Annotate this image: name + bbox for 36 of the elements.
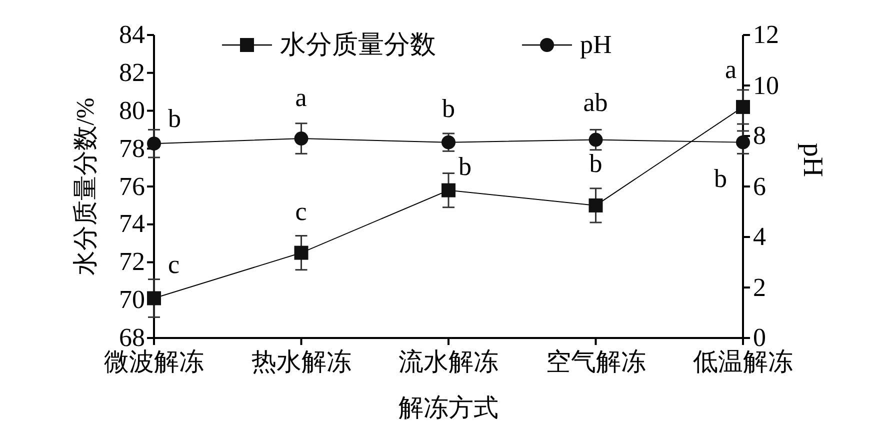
category-label: 低温解冻 (693, 350, 793, 375)
tick-label: 70 (119, 287, 145, 314)
category-label: 热水解冻 (251, 350, 352, 375)
tick-label: 76 (119, 174, 145, 200)
significance-letter: b (589, 151, 602, 178)
axis-title: 解冻方式 (398, 396, 498, 421)
significance-letter: ab (583, 90, 608, 116)
category-label: 空气解冻 (546, 350, 646, 375)
tick-label: 10 (753, 72, 779, 98)
tick-label: 6 (753, 174, 766, 200)
legend-label: pH (580, 32, 612, 58)
significance-letter: c (168, 252, 180, 278)
tick-label: 8 (753, 123, 766, 149)
tick-label: 0 (753, 325, 766, 351)
tick-label: 12 (753, 22, 779, 48)
tick-label: 72 (119, 249, 145, 276)
tick-label: 68 (119, 325, 145, 351)
legend-label: 水分质量分数 (280, 32, 436, 58)
tick-label: 2 (753, 274, 766, 300)
tick-label: 78 (119, 136, 145, 162)
significance-letter: c (295, 198, 307, 225)
significance-letter: a (725, 56, 737, 83)
significance-letter: b (442, 96, 455, 122)
significance-letter: b (458, 154, 472, 180)
tick-label: 4 (753, 224, 766, 250)
tick-label: 82 (119, 60, 145, 86)
axis-title: pH (798, 142, 826, 178)
tick-label: 80 (119, 98, 145, 124)
category-label: 流水解冻 (398, 350, 498, 375)
significance-letter: b (714, 166, 727, 192)
tick-label: 74 (119, 211, 145, 238)
significance-letter: a (295, 84, 307, 111)
tick-label: 84 (119, 22, 145, 48)
significance-letter: b (168, 106, 181, 132)
axis-title: 水分质量分数/% (73, 98, 98, 276)
category-label: 微波解冻 (104, 350, 204, 375)
